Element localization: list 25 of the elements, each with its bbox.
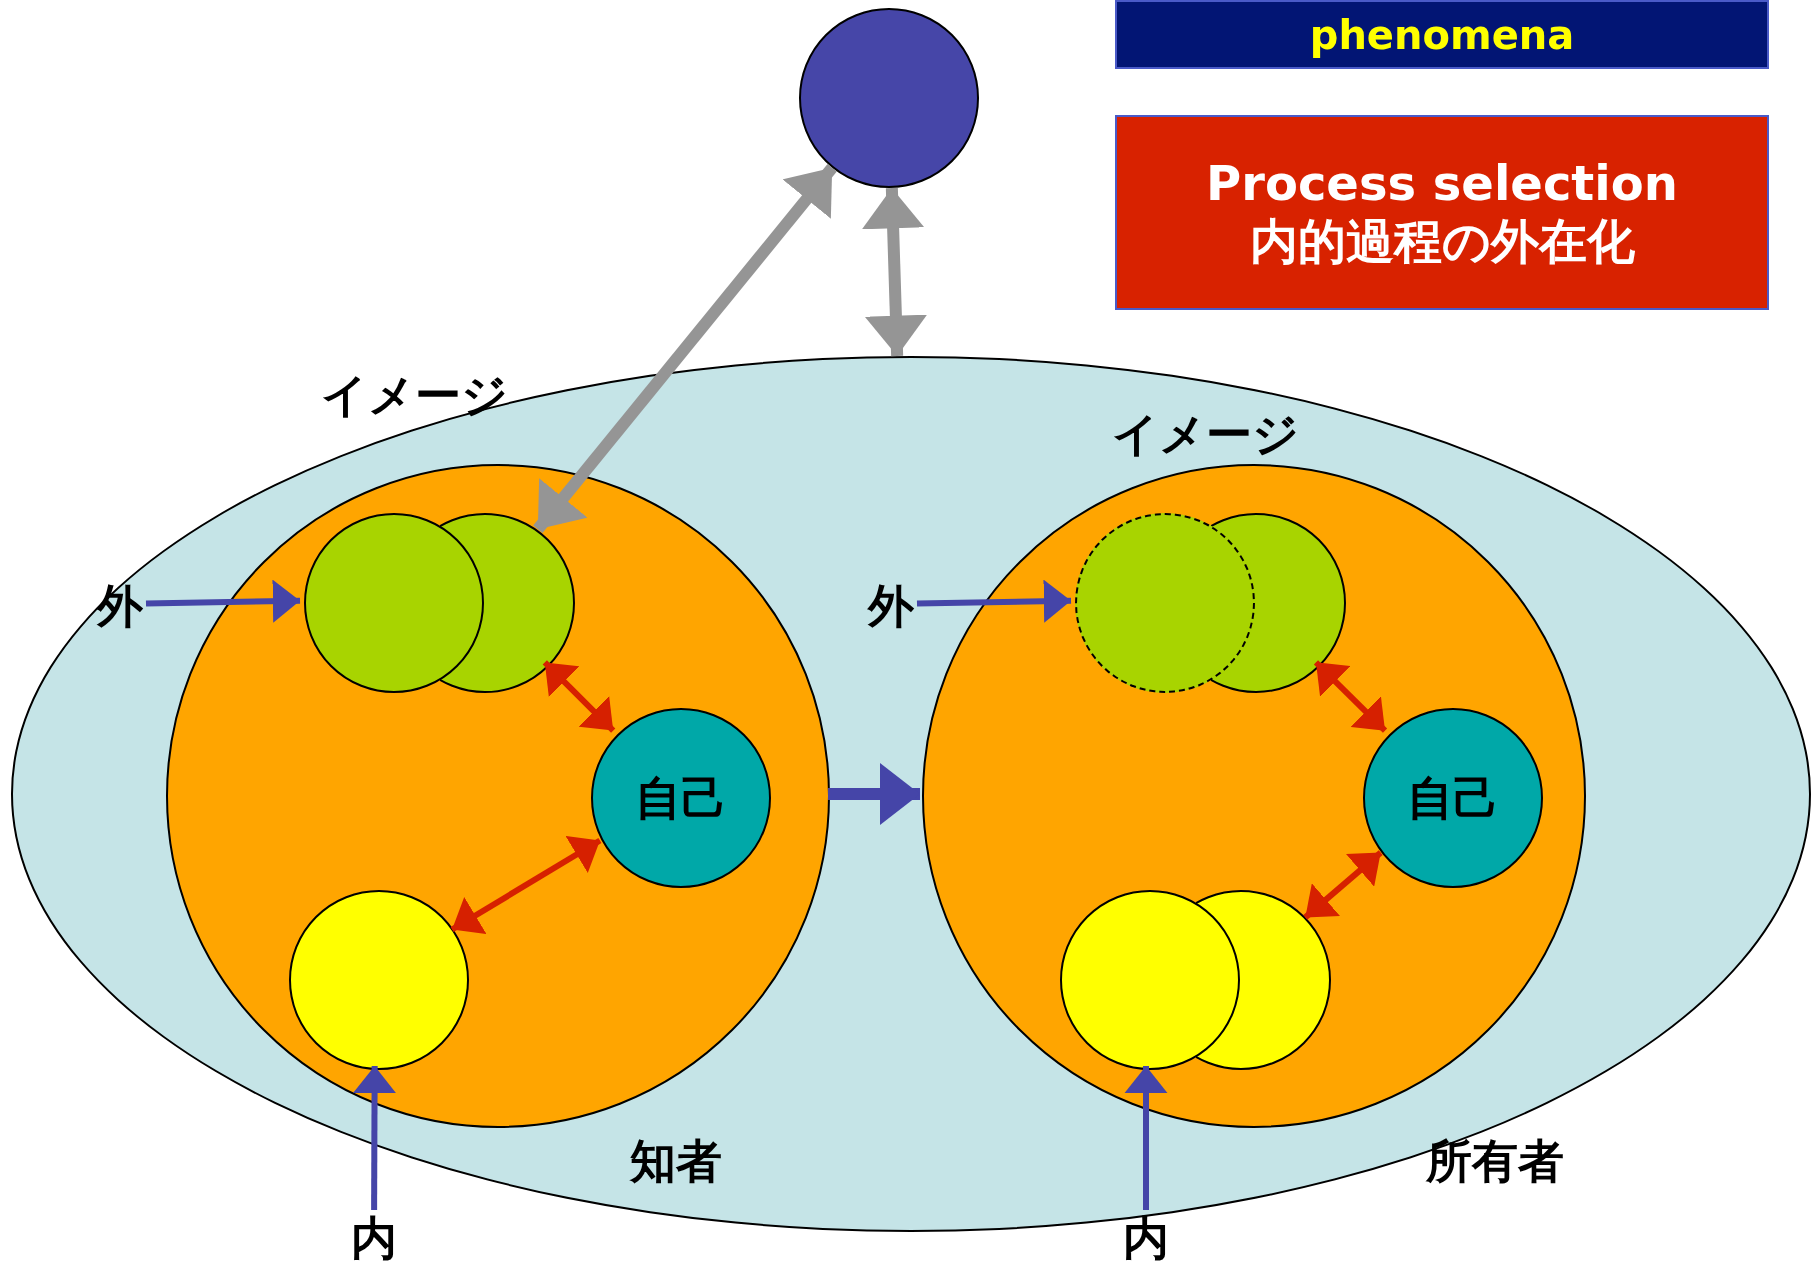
double-arrow bbox=[861, 187, 928, 357]
node-label: 内 bbox=[346, 1210, 402, 1266]
node-label: 外 bbox=[863, 578, 919, 634]
caption-label: 所有者 bbox=[1426, 1133, 1564, 1190]
double-arrow bbox=[450, 836, 602, 934]
caption-label: イメージ bbox=[1111, 406, 1299, 463]
header-box: phenomena bbox=[1115, 0, 1769, 69]
double-arrow bbox=[1303, 850, 1383, 920]
double-arrow bbox=[1313, 660, 1388, 733]
double-arrow bbox=[533, 164, 837, 533]
node-label: 内 bbox=[1118, 1210, 1174, 1266]
caption-label: イメージ bbox=[320, 367, 508, 424]
arrow bbox=[916, 579, 1072, 623]
arrow bbox=[1124, 1066, 1168, 1210]
arrow bbox=[352, 1066, 397, 1210]
arrow bbox=[145, 579, 301, 623]
box-text: Process selection bbox=[1206, 154, 1678, 213]
box-text: 内的過程の外在化 bbox=[1249, 212, 1635, 271]
node-label: 外 bbox=[92, 578, 148, 634]
double-arrow bbox=[542, 660, 616, 733]
arrow bbox=[828, 762, 920, 826]
process-box bbox=[1115, 115, 1769, 310]
self-circle: 自己 bbox=[1363, 708, 1543, 888]
caption-label: 知者 bbox=[630, 1133, 722, 1190]
self-circle: 自己 bbox=[591, 708, 771, 888]
